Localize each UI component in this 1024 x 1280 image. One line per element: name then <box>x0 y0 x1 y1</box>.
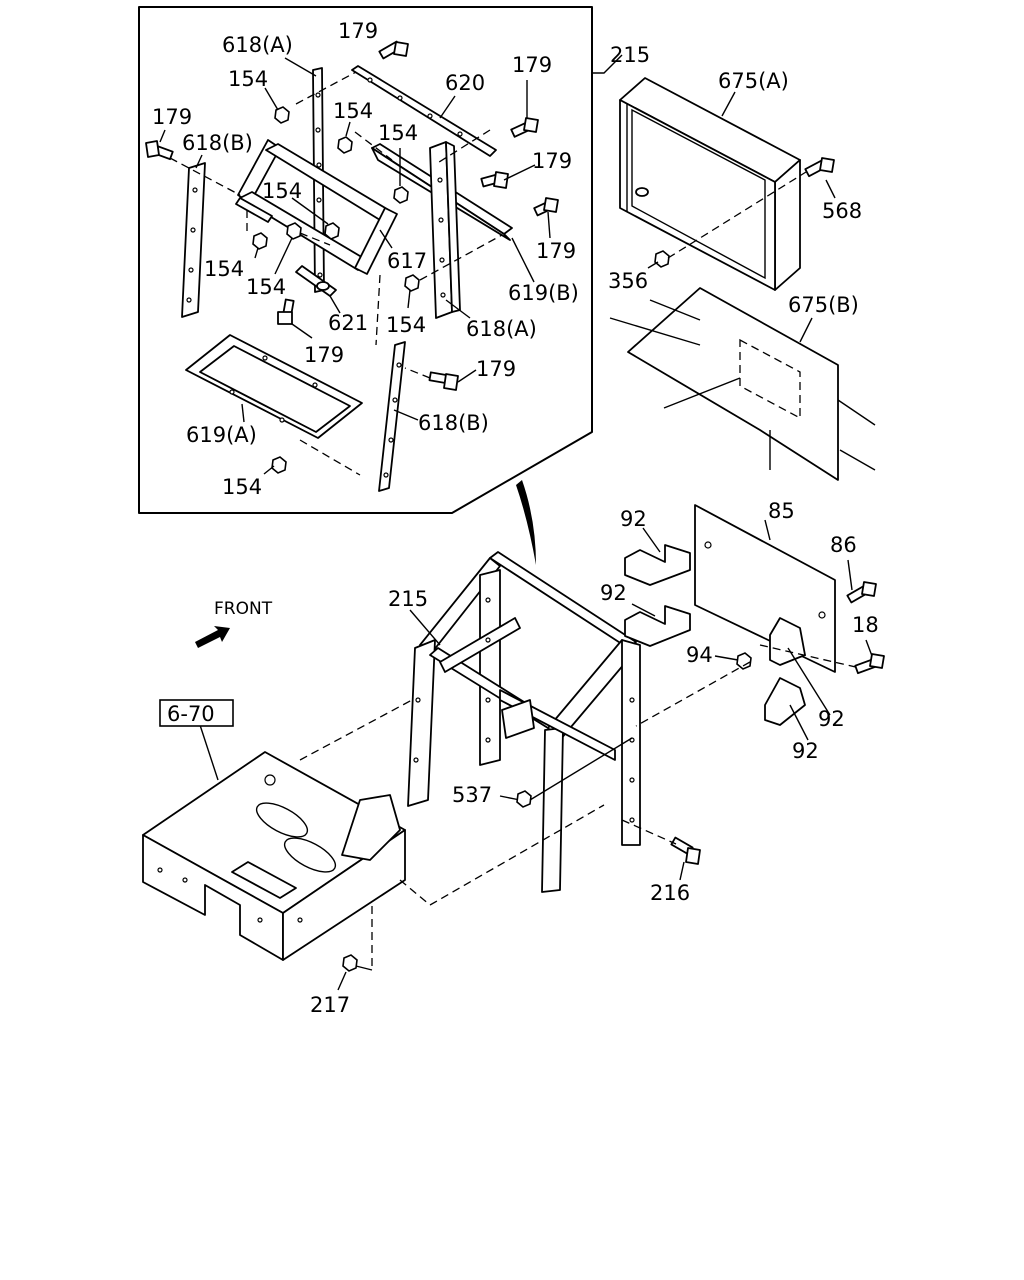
bolt-icon <box>277 298 295 325</box>
nut-icon <box>654 250 670 268</box>
callout-label: 618(B) <box>418 411 489 435</box>
bracket-92 <box>624 544 806 726</box>
plate-85 <box>694 504 836 673</box>
inset-pointer <box>516 480 536 565</box>
inset-leaders <box>159 57 551 475</box>
frame-617 <box>235 139 398 275</box>
callout-label: 154 <box>228 67 268 91</box>
callout-label: 154 <box>246 275 286 299</box>
battery-box-675a <box>619 77 801 291</box>
bolt-icon <box>428 371 459 391</box>
callout-label: 179 <box>476 357 516 381</box>
frame-619a <box>185 334 363 439</box>
callout-label: 179 <box>338 19 378 43</box>
callout-label: 618(A) <box>222 33 293 57</box>
callout-label: 154 <box>333 99 373 123</box>
callout-label: 92 <box>600 581 627 605</box>
sheet-675b <box>609 287 876 481</box>
callout-label: 86 <box>830 533 857 557</box>
bolt-icon <box>846 581 877 604</box>
nut-icon <box>252 106 420 474</box>
callout-label: 94 <box>686 643 713 667</box>
nut-icon <box>516 790 532 808</box>
callout-label: 154 <box>222 475 262 499</box>
callout-label: 675(B) <box>788 293 859 317</box>
callout-label: 618(B) <box>182 131 253 155</box>
callout-label: 620 <box>445 71 485 95</box>
plate-620 <box>351 65 497 157</box>
front-arrow-icon <box>195 626 230 648</box>
callout-label: 92 <box>818 707 845 731</box>
ref-box <box>159 699 234 727</box>
nut-icon <box>736 652 752 670</box>
bolt-icon <box>510 117 539 138</box>
callout-label: 617 <box>387 249 427 273</box>
bolt-icon <box>854 653 885 675</box>
bolt-icon <box>670 836 701 865</box>
front-label: FRONT <box>214 599 273 619</box>
bolt-icon <box>804 157 835 178</box>
ref-box-label: 6-70 <box>167 702 215 726</box>
callout-label: 92 <box>620 507 647 531</box>
callout-label: 179 <box>512 53 552 77</box>
callout-label: 618(A) <box>466 317 537 341</box>
callout-label: 154 <box>262 179 302 203</box>
callout-label: 217 <box>310 993 350 1017</box>
bolt-icon <box>378 40 409 60</box>
bolt-icon <box>480 171 509 189</box>
callout-label: 216 <box>650 881 690 905</box>
callout-label: 356 <box>608 269 648 293</box>
callout-label: 179 <box>532 149 572 173</box>
callout-label: 215 <box>610 43 650 67</box>
base-6-70 <box>142 751 406 961</box>
callout-label: 18 <box>852 613 879 637</box>
callout-label: 675(A) <box>718 69 789 93</box>
callout-label: 92 <box>792 739 819 763</box>
callout-labels: 618(A) 179 154 620 179 179 618(B) 154 15… <box>152 19 879 1017</box>
nut-icon <box>342 954 358 972</box>
callout-label: 154 <box>378 121 418 145</box>
callout-label: 537 <box>452 783 492 807</box>
callout-label: 619(A) <box>186 423 257 447</box>
callout-label: 619(B) <box>508 281 579 305</box>
strap-618b-lower <box>378 341 406 492</box>
callout-label: 179 <box>152 105 192 129</box>
callout-label: 85 <box>768 499 795 523</box>
callout-label: 154 <box>204 257 244 281</box>
clamp-621 <box>295 265 337 297</box>
callout-label: 154 <box>386 313 426 337</box>
strap-618b-left <box>181 162 206 318</box>
bolt-icon <box>533 197 559 217</box>
callout-label: 179 <box>304 343 344 367</box>
inset-frame <box>138 6 593 514</box>
frame-215 <box>407 551 641 893</box>
callout-label: 179 <box>536 239 576 263</box>
callout-label: 621 <box>328 311 368 335</box>
bolt-icon <box>145 140 174 161</box>
inset-dashes <box>169 71 503 476</box>
callout-label: 215 <box>388 587 428 611</box>
inset-leader <box>592 54 623 74</box>
callout-label: 568 <box>822 199 862 223</box>
strap-618a-right <box>429 141 461 319</box>
